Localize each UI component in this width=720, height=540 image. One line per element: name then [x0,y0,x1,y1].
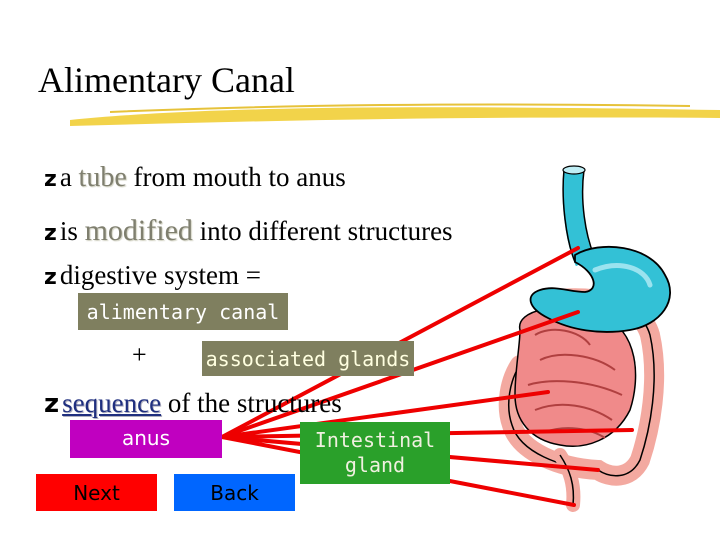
plus-sign: + [132,340,147,369]
back-button[interactable]: Back [174,474,295,511]
associated-glands-tag: associated glands [202,341,414,376]
title-underline [70,103,720,126]
small-intestine [514,307,637,447]
rectum [553,448,581,512]
bullet-icon: z [44,221,57,246]
intestinal-gland-button[interactable]: Intestinal gland [300,422,450,484]
keyword-tube: tube [78,162,127,193]
bullet-icon: z [44,265,57,290]
next-button[interactable]: Next [36,474,157,511]
keyword-modified: modified [84,214,193,247]
keyword-sequence: sequence [62,388,162,418]
bullet-icon: z [44,389,60,419]
colon [498,288,665,486]
esophagus [562,168,595,267]
stomach [529,245,671,333]
alimentary-canal-tag: alimentary canal [78,293,288,330]
anus-button[interactable]: anus [70,420,222,458]
page-title: Alimentary Canal [38,60,295,100]
bullet-icon: z [44,167,57,192]
